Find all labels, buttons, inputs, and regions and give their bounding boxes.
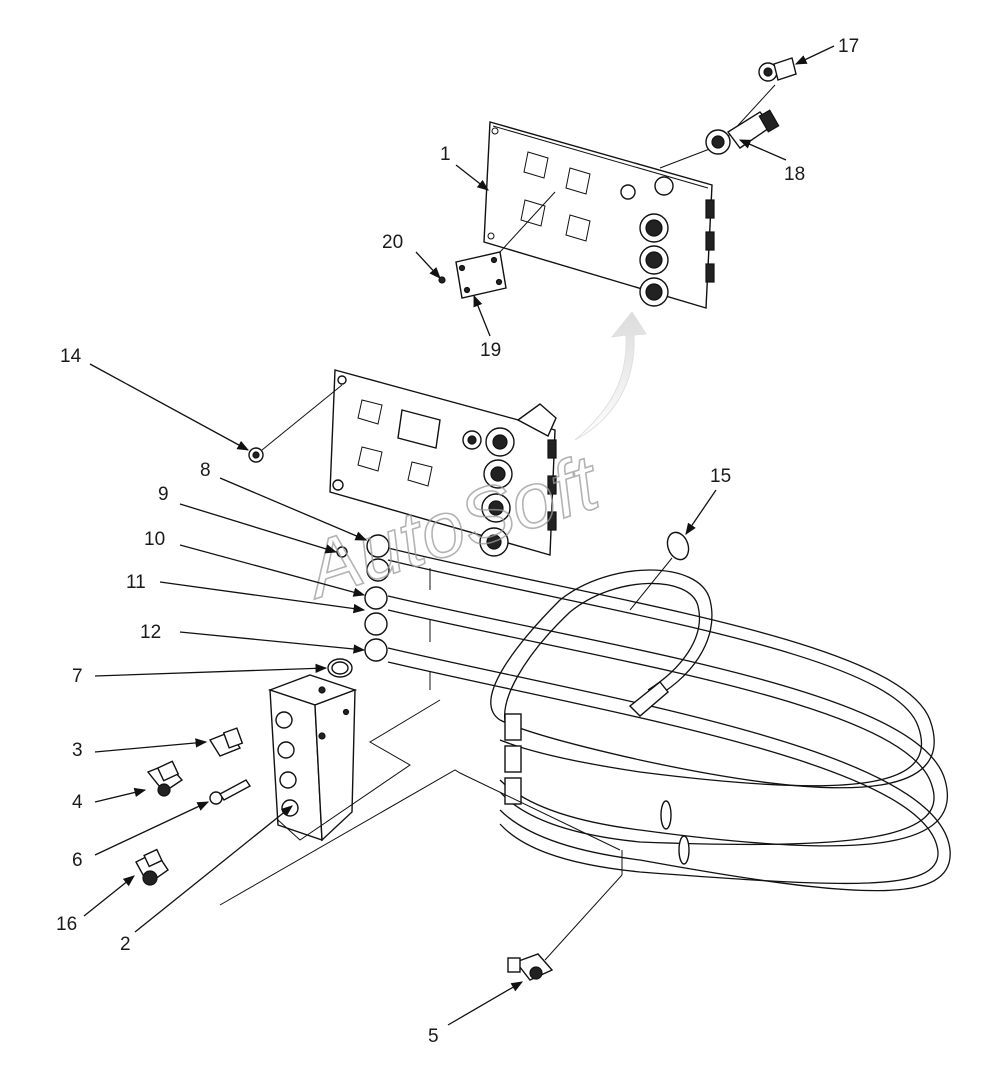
callout-label-9: 9 — [158, 484, 169, 505]
callout-3: 3 — [72, 738, 208, 761]
callout-8: 8 — [200, 460, 368, 541]
o-ring-7 — [327, 658, 353, 678]
cover-plate-19 — [455, 191, 556, 299]
callout-6: 6 — [72, 801, 210, 871]
callout-7: 7 — [72, 663, 328, 687]
callout-16: 16 — [56, 875, 135, 935]
callout-label-4: 4 — [72, 792, 83, 813]
callout-2: 2 — [120, 805, 293, 955]
callout-label-11: 11 — [126, 572, 146, 593]
callout-15: 15 — [629, 466, 731, 611]
callout-10: 10 — [144, 529, 366, 597]
screw-14 — [248, 447, 264, 463]
callout-label-2: 2 — [120, 934, 131, 955]
adapter-3 — [208, 727, 244, 757]
callout-label-15: 15 — [710, 466, 731, 487]
callout-1: 1 — [440, 144, 489, 191]
bolt-6 — [209, 779, 252, 805]
elbow-5 — [507, 953, 554, 981]
callout-19: 19 — [473, 294, 501, 361]
callout-label-6: 6 — [72, 850, 83, 871]
callout-label-14: 14 — [60, 346, 82, 367]
callout-label-16: 16 — [56, 914, 77, 935]
callout-label-7: 7 — [72, 666, 83, 687]
callout-label-5: 5 — [428, 1026, 439, 1047]
hose-bundle — [336, 531, 951, 961]
manifold-block — [219, 674, 621, 906]
callout-label-10: 10 — [144, 529, 165, 550]
callout-label-19: 19 — [480, 340, 501, 361]
elbow-4 — [146, 760, 184, 797]
callout-12: 12 — [140, 622, 366, 654]
callout-label-20: 20 — [382, 232, 403, 253]
callout-9: 9 — [158, 484, 338, 554]
fitting-17 — [758, 57, 797, 82]
callout-label-3: 3 — [72, 740, 83, 761]
elbow-16 — [135, 848, 169, 886]
callouts: 1 2 3 4 5 6 7 8 9 10 11 12 14 15 — [56, 36, 859, 1047]
callout-label-1: 1 — [440, 144, 451, 165]
fitting-18 — [705, 109, 780, 155]
callout-label-18: 18 — [784, 164, 805, 185]
upper-panel-assembly — [483, 84, 776, 309]
callout-label-17: 17 — [838, 36, 859, 57]
callout-label-8: 8 — [200, 460, 211, 481]
callout-4: 4 — [72, 787, 147, 813]
callout-18: 18 — [738, 139, 805, 185]
callout-14: 14 — [60, 346, 343, 451]
callout-label-12: 12 — [140, 622, 161, 643]
callout-5: 5 — [428, 981, 524, 1047]
callout-20: 20 — [382, 232, 441, 279]
callout-11: 11 — [126, 572, 366, 614]
assembly-curved-arrow — [574, 311, 647, 441]
callout-17: 17 — [794, 36, 859, 65]
lower-panel-assembly — [329, 369, 557, 557]
